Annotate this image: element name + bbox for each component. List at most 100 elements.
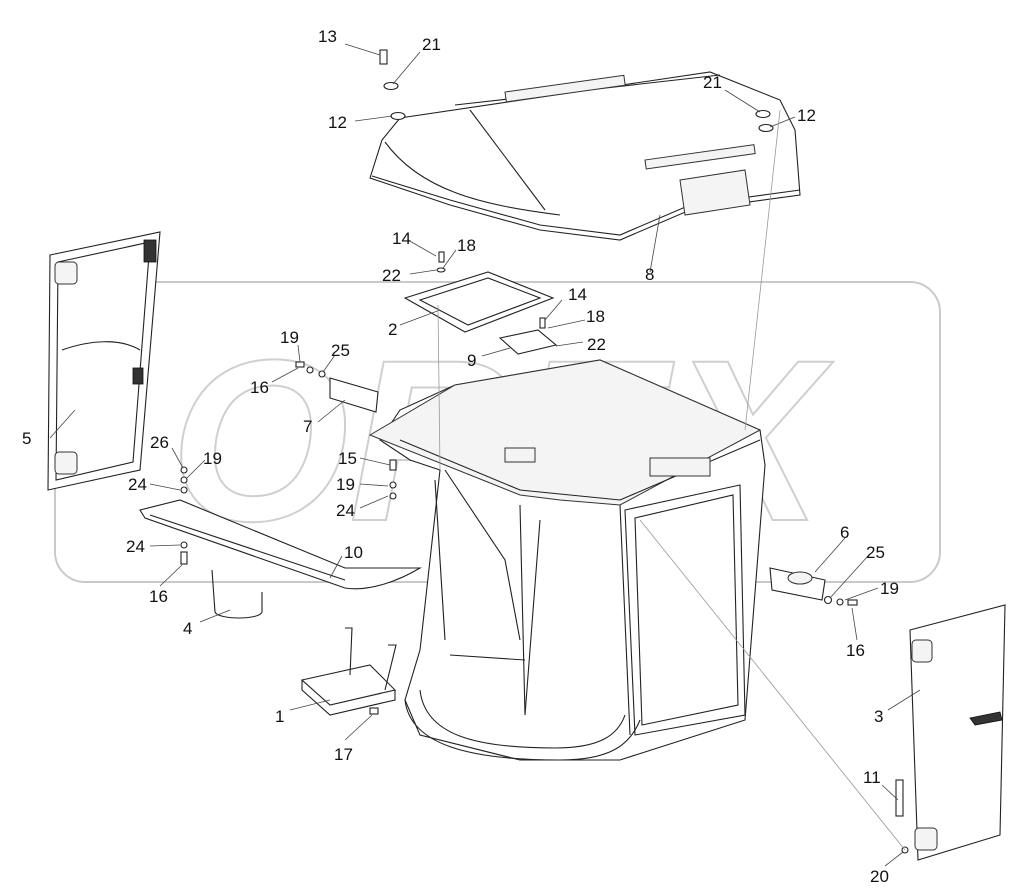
callout-13: 13	[318, 27, 337, 46]
cab-rod-vertical	[524, 519, 541, 716]
cab-door-post	[619, 504, 631, 736]
plate-2-inner	[418, 277, 542, 326]
callout-24-fender: 24	[128, 475, 147, 494]
step-plate	[300, 664, 397, 706]
bolt-16-lower	[180, 551, 188, 565]
washer-21-left	[383, 81, 399, 91]
callout-14-top: 14	[392, 229, 411, 248]
callout-1: 1	[275, 707, 284, 726]
callout-14-lower: 14	[568, 285, 587, 304]
door-left-part-5	[47, 231, 161, 491]
bolt-16-left	[295, 361, 305, 368]
callout-19-center: 19	[336, 475, 355, 494]
door-left-handle	[132, 367, 144, 385]
callout-26: 26	[150, 433, 169, 452]
roof-rail-front	[644, 144, 756, 170]
door-left-panel	[47, 231, 161, 491]
callout-11: 11	[863, 768, 881, 787]
door-right-hinge-top	[911, 639, 933, 663]
callout-2: 2	[388, 320, 397, 339]
callout-5: 5	[22, 429, 31, 448]
callout-16-left: 16	[250, 378, 269, 397]
callout-16-lower: 16	[149, 587, 168, 606]
callout-19-bracket7: 19	[280, 328, 299, 347]
callout-9: 9	[467, 351, 476, 370]
cab-floor-rail-inner	[419, 689, 626, 749]
cab-front-post-left	[434, 479, 446, 641]
callout-18-top: 18	[457, 236, 476, 255]
bolt-16-right	[847, 599, 858, 606]
callout-21-right: 21	[703, 73, 722, 92]
washer-24-fender	[180, 486, 188, 494]
roof-seam	[469, 109, 546, 211]
bolt-13	[379, 49, 388, 65]
callout-7: 7	[303, 417, 312, 436]
callout-19-right: 19	[880, 579, 899, 598]
screw-14-lower	[539, 317, 546, 329]
washer-19-center	[389, 481, 397, 489]
bracket-part-7	[329, 377, 379, 413]
cab-floor-rail	[404, 699, 641, 761]
callout-12-left: 12	[328, 113, 347, 132]
callout-25-left: 25	[331, 341, 350, 360]
cab-brace-left	[444, 469, 521, 641]
cab-top-vent	[649, 457, 711, 477]
door-right-panel	[909, 604, 1006, 861]
fender-inner-line	[149, 514, 346, 581]
washer-19-right	[836, 598, 844, 606]
step-edge	[301, 680, 396, 716]
cab-door-inner-frame	[634, 494, 739, 726]
fender-part-10	[139, 499, 422, 590]
callout-19-fender: 19	[203, 449, 222, 468]
cab-center-post	[519, 504, 526, 716]
stud-15	[389, 459, 397, 471]
screw-14-top	[438, 251, 445, 263]
cab-top-plate	[504, 447, 536, 463]
washer-24-lower	[180, 541, 188, 549]
callout-labels: 13 21 12 21 12 14 18 22 14 18 22 2 9 8 1…	[22, 27, 899, 886]
cab-floor-crossbar	[449, 654, 526, 661]
door-right-handle	[969, 711, 1003, 726]
door-left-hinge-bottom	[54, 451, 78, 475]
leader-lines	[49, 43, 921, 867]
cab-frame	[368, 359, 766, 761]
bolt-17	[369, 707, 379, 715]
callout-17: 17	[334, 745, 353, 764]
callout-16-right: 16	[846, 641, 865, 660]
callout-6: 6	[840, 523, 849, 542]
washer-19-fender	[180, 476, 188, 484]
cab-door-opening	[624, 484, 746, 736]
hardware-fasteners	[180, 49, 909, 854]
callout-18-lower: 18	[586, 307, 605, 326]
bracket-6-boss	[787, 571, 813, 585]
step-part-1	[300, 627, 397, 716]
callout-4: 4	[183, 619, 192, 638]
callout-3: 3	[874, 707, 883, 726]
callout-22-top: 22	[382, 266, 401, 285]
roof-part-8	[369, 71, 801, 241]
door-right-part-3	[909, 604, 1006, 861]
washer-12-right	[758, 123, 774, 133]
callout-8: 8	[645, 265, 654, 284]
door-right-hinge-bottom	[914, 827, 938, 851]
washer-22-top	[436, 267, 446, 273]
washer-24-center	[389, 492, 397, 500]
roof-access-panel	[679, 169, 751, 216]
callout-15: 15	[338, 449, 357, 468]
step-brackets	[345, 627, 397, 691]
washer-21-right	[755, 109, 771, 119]
roof-front-curve	[384, 141, 561, 216]
door-left-label-plate	[143, 239, 157, 263]
door-left-rod	[61, 341, 141, 351]
roof-rail-rear	[504, 74, 626, 103]
callout-24-lower: 24	[126, 537, 145, 556]
nut-26	[180, 466, 188, 474]
door-left-inner	[55, 241, 151, 481]
plate-part-9	[498, 329, 558, 355]
callout-20: 20	[870, 867, 889, 886]
callout-22-lower: 22	[587, 335, 606, 354]
callout-12-right: 12	[797, 106, 816, 125]
callout-21-left: 21	[422, 35, 441, 54]
